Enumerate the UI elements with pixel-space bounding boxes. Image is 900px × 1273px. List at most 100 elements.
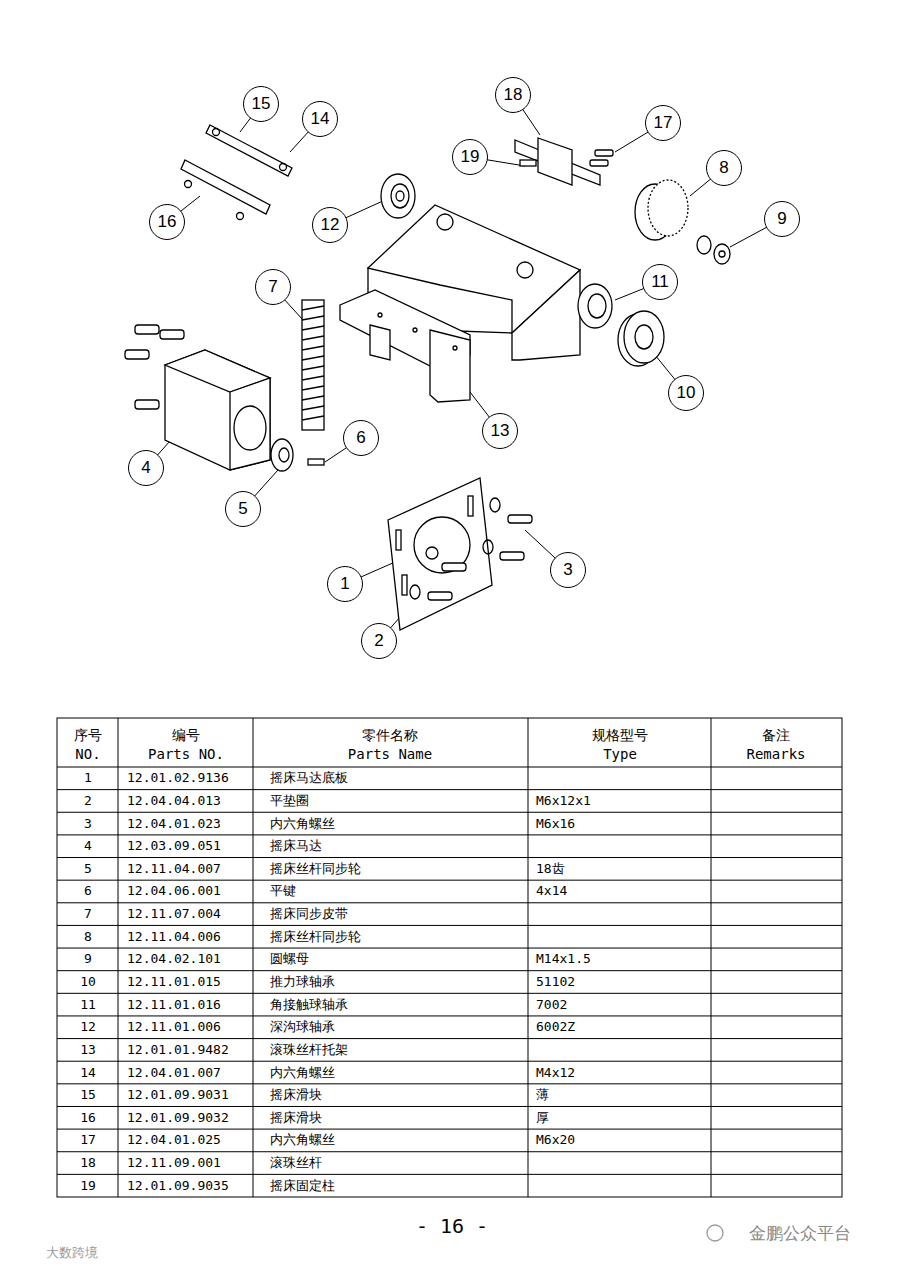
callout-number: 10: [677, 383, 696, 403]
table-cell: 12.03.09.051: [127, 838, 221, 854]
callout-circle: 9: [764, 201, 800, 237]
table-cell: 12.11.01.015: [127, 974, 221, 990]
callout-number: 14: [311, 109, 330, 129]
callout-circle: 2: [361, 623, 397, 659]
table-cell: 推力球轴承: [270, 974, 335, 990]
table-cell: 圆螺母: [270, 951, 309, 967]
table-cell: 8: [84, 929, 92, 945]
table-cell: 厚: [536, 1110, 549, 1126]
callout-number: 16: [158, 212, 177, 232]
table-cell: 15: [80, 1087, 96, 1103]
table-cell: 12.04.04.013: [127, 793, 221, 809]
table-cell: M14x1.5: [536, 951, 591, 967]
table-cell: 11: [80, 997, 96, 1013]
table-cell: 12.11.01.016: [127, 997, 221, 1013]
callout-circle: 12: [312, 207, 348, 243]
callout-circle: 15: [243, 86, 279, 122]
table-cell: 12.11.09.001: [127, 1155, 221, 1171]
page-number: - 16 -: [416, 1215, 488, 1238]
callout-number: 19: [461, 147, 480, 167]
callout-circle: 16: [149, 204, 185, 240]
callout-number: 7: [268, 277, 277, 297]
table-cell: M4x12: [536, 1065, 575, 1081]
table-header: 零件名称: [362, 727, 418, 744]
callout-number: 8: [719, 158, 728, 178]
callout-circle: 3: [550, 552, 586, 588]
callout-number: 6: [356, 428, 365, 448]
table-cell: 19: [80, 1178, 96, 1194]
table-cell: 6: [84, 883, 92, 899]
table-cell: 平垫圈: [270, 793, 309, 809]
table-cell: 17: [80, 1132, 96, 1148]
table-cell: 12.04.01.023: [127, 816, 221, 832]
table-cell: 内六角螺丝: [270, 1132, 335, 1148]
table-header: Type: [603, 746, 637, 763]
table-cell: 9: [84, 951, 92, 967]
callout-circle: 10: [668, 375, 704, 411]
table-cell: 5: [84, 861, 92, 877]
callout-number: 12: [321, 215, 340, 235]
table-cell: 16: [80, 1110, 96, 1126]
table-cell: 平键: [270, 883, 296, 899]
table-cell: 18: [80, 1155, 96, 1171]
table-cell: 内六角螺丝: [270, 1065, 335, 1081]
callout-circle: 14: [302, 101, 338, 137]
table-cell: 3: [84, 816, 92, 832]
table-header: Parts NO.: [148, 746, 224, 763]
callout-circle: 19: [452, 139, 488, 175]
callout-circle: 13: [482, 413, 518, 449]
callout-circle: 4: [128, 450, 164, 486]
table-cell: M6x12x1: [536, 793, 591, 809]
callout-number: 17: [654, 113, 673, 133]
callout-circle: 6: [343, 420, 379, 456]
table-cell: 12: [80, 1019, 96, 1035]
table-cell: 深沟球轴承: [270, 1019, 335, 1035]
table-cell: 1: [84, 770, 92, 786]
watermark: 大数跨境: [46, 1245, 98, 1261]
table-cell: 7: [84, 906, 92, 922]
table-cell: 13: [80, 1042, 96, 1058]
table-header: NO.: [75, 746, 100, 763]
table-cell: 18齿: [536, 861, 565, 877]
table-cell: 12.11.07.004: [127, 906, 221, 922]
table-cell: 内六角螺丝: [270, 816, 335, 832]
table-cell: 51102: [536, 974, 575, 990]
table-cell: 6002Z: [536, 1019, 575, 1035]
table-header: Remarks: [746, 746, 805, 763]
table-cell: 12.01.09.9031: [127, 1087, 229, 1103]
table-header: Parts Name: [348, 746, 432, 763]
table-cell: M6x20: [536, 1132, 575, 1148]
table-cell: 7002: [536, 997, 567, 1013]
callout-number: 15: [252, 94, 271, 114]
table-cell: 12.01.09.9035: [127, 1178, 229, 1194]
table-header: 编号: [172, 727, 200, 744]
callout-number: 13: [491, 421, 510, 441]
callout-circle: 8: [706, 150, 742, 186]
callout-number: 2: [374, 631, 383, 651]
table-cell: 12.01.09.9032: [127, 1110, 229, 1126]
table-cell: 10: [80, 974, 96, 990]
callout-circle: 18: [495, 77, 531, 113]
callout-number: 18: [504, 85, 523, 105]
callout-number: 4: [141, 458, 150, 478]
table-cell: 摇床同步皮带: [270, 906, 348, 922]
callout-number: 5: [238, 499, 247, 519]
table-cell: 4: [84, 838, 92, 854]
table-cell: 摇床固定柱: [270, 1178, 335, 1194]
table-cell: 滚珠丝杆: [270, 1155, 322, 1171]
table-cell: 2: [84, 793, 92, 809]
table-cell: 摇床丝杆同步轮: [270, 929, 361, 945]
table-cell: 14: [80, 1065, 96, 1081]
callout-number: 3: [563, 560, 572, 580]
table-cell: 12.11.04.007: [127, 861, 221, 877]
callout-circle: 5: [225, 491, 261, 527]
callout-circle: 7: [255, 269, 291, 305]
table-cell: 12.04.01.007: [127, 1065, 221, 1081]
table-header: 备注: [762, 727, 790, 744]
table-cell: 摇床马达底板: [270, 770, 348, 786]
table-cell: 12.04.01.025: [127, 1132, 221, 1148]
table-cell: M6x16: [536, 816, 575, 832]
table-cell: 12.04.02.101: [127, 951, 221, 967]
table-cell: 12.01.01.9482: [127, 1042, 229, 1058]
